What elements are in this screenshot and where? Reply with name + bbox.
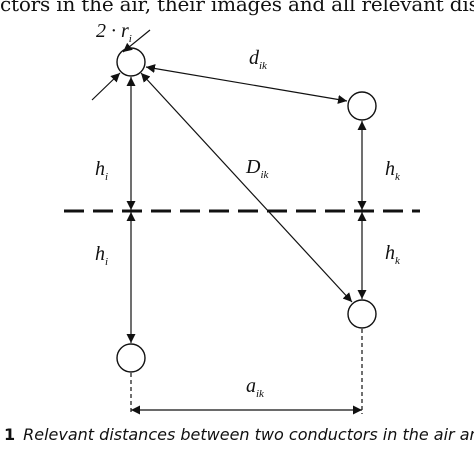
conductor-k	[347, 91, 377, 121]
image-conductor-k	[347, 299, 377, 329]
figure-caption: 1 Relevant distances between two conducto…	[0, 425, 474, 449]
image-conductor-i	[116, 343, 146, 373]
radius-label: 2 · ri	[96, 20, 132, 45]
h-k-label-lower: hk	[385, 242, 401, 267]
conductor-i	[116, 47, 146, 77]
radius-arrow-upper	[122, 29, 151, 53]
caption-text: Relevant distances between two conductor…	[23, 425, 474, 444]
d-ik-label: dik	[249, 47, 268, 72]
D-ik-label: Dik	[245, 156, 270, 181]
h-i-label-lower: hi	[95, 243, 108, 268]
h-i-label-upper: hi	[95, 158, 108, 183]
header-text-fragment: ctors in the air, their images and all r…	[0, 0, 474, 16]
D-ik-arrow	[140, 72, 353, 303]
radius-arrow-lower	[91, 72, 121, 101]
figure-number: 1	[4, 425, 16, 444]
d-ik-arrow	[145, 64, 348, 104]
h-k-label-upper: hk	[385, 158, 401, 183]
a-ik-label: aik	[246, 375, 265, 400]
